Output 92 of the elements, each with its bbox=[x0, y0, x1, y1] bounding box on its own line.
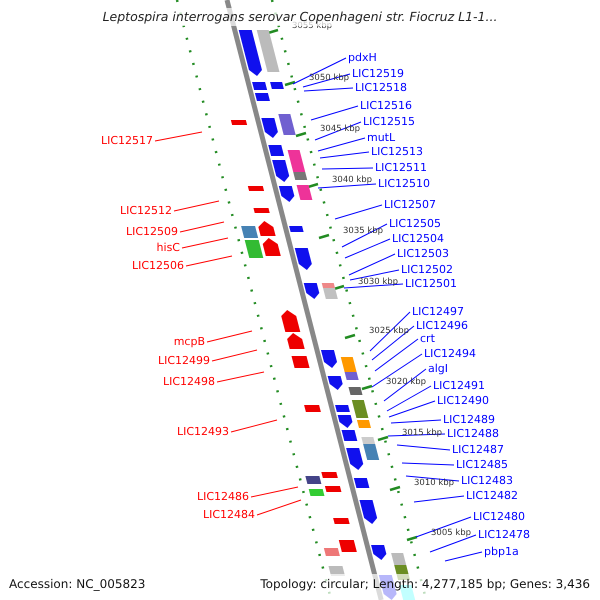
leader-line bbox=[154, 132, 202, 142]
leader-line bbox=[230, 420, 278, 432]
leader-line bbox=[292, 58, 346, 84]
gene-label: crt bbox=[420, 332, 435, 346]
accession-text: Accession: NC_005823 bbox=[9, 576, 146, 593]
scale-label: 3005 kbp bbox=[431, 529, 472, 538]
gene-label: LIC12502 bbox=[401, 263, 454, 277]
leader-line bbox=[180, 222, 224, 232]
leader-line bbox=[386, 386, 432, 412]
leader-line bbox=[256, 500, 302, 516]
gene-label: LIC12484 bbox=[202, 508, 255, 522]
leader-line bbox=[344, 284, 404, 288]
gene-label: LIC12511 bbox=[375, 161, 428, 175]
gene-label: LIC12517 bbox=[100, 134, 153, 148]
leader-line bbox=[334, 204, 382, 220]
scale-label: 3030 kbp bbox=[358, 278, 398, 286]
gene-label: LIC12509 bbox=[126, 225, 178, 239]
leader-line bbox=[406, 476, 460, 482]
gene-label: LIC12515 bbox=[363, 115, 416, 129]
leader-line bbox=[402, 462, 454, 466]
gene-label: LIC12480 bbox=[473, 510, 526, 524]
scale-label: 3045 kbp bbox=[320, 125, 360, 134]
leader-line bbox=[314, 122, 362, 140]
gene-label: LIC12487 bbox=[452, 443, 504, 457]
gene-label: LIC12482 bbox=[466, 489, 518, 503]
gene-label: LIC12510 bbox=[378, 177, 430, 191]
gene-label: LIC12505 bbox=[389, 217, 442, 231]
leader-line bbox=[182, 238, 228, 248]
leader-line bbox=[186, 256, 232, 266]
scale-label: 3025 kbp bbox=[369, 327, 410, 336]
gene-label: LIC12499 bbox=[158, 354, 210, 368]
gene-label: mcpB bbox=[174, 335, 205, 349]
gene-label: LIC12519 bbox=[352, 67, 404, 81]
gene-label: LIC12490 bbox=[437, 394, 490, 408]
gene-label: mutL bbox=[367, 131, 396, 145]
gene-label: LIC12504 bbox=[392, 232, 444, 246]
gene-label: LIC12483 bbox=[461, 474, 514, 488]
gene-label: LIC12497 bbox=[412, 305, 464, 319]
gene-label: pbp1a bbox=[484, 545, 519, 559]
gene-label: LIC12489 bbox=[443, 413, 496, 427]
leader-line bbox=[414, 496, 464, 502]
leader-line bbox=[396, 444, 450, 450]
scale-label: 3040 kbp bbox=[332, 176, 372, 184]
gene-label: LIC12506 bbox=[132, 259, 184, 273]
gene-label: LIC12513 bbox=[371, 145, 424, 159]
gene-label: LIC12512 bbox=[120, 204, 172, 218]
leader-line bbox=[430, 534, 476, 552]
scale-label: 3010 kbp bbox=[414, 479, 454, 488]
leader-line bbox=[250, 486, 298, 498]
leader-line bbox=[350, 270, 400, 280]
leader-line bbox=[320, 152, 370, 158]
leader-line bbox=[344, 238, 390, 258]
leader-line bbox=[216, 372, 264, 382]
gene-label: LIC12496 bbox=[416, 319, 468, 333]
leader-line bbox=[206, 330, 252, 342]
leader-line bbox=[370, 312, 410, 352]
leader-line bbox=[416, 516, 472, 538]
genome-summary-text: Topology: circular; Length: 4,277,185 bp; Genes: 3,436 bbox=[260, 576, 590, 593]
leader-line bbox=[372, 326, 414, 360]
scale-label: 3055 kbp bbox=[292, 22, 332, 30]
leader-line bbox=[342, 224, 388, 248]
gene-label: LIC12501 bbox=[405, 277, 458, 291]
gene-label: LIC12488 bbox=[447, 427, 500, 441]
gene-label: LIC12491 bbox=[433, 379, 486, 393]
leader-line bbox=[374, 338, 418, 372]
leader-line bbox=[372, 354, 422, 388]
leader-line bbox=[304, 88, 354, 92]
leader-line bbox=[212, 350, 258, 362]
leader-line bbox=[384, 368, 426, 402]
leader-line bbox=[444, 552, 482, 562]
gene-label: hisC bbox=[156, 241, 180, 255]
leader-line bbox=[318, 184, 376, 188]
gene-label: LIC12516 bbox=[360, 99, 412, 113]
leader-line bbox=[318, 138, 366, 152]
gene-label: LIC12478 bbox=[478, 528, 530, 542]
gene-label: pdxH bbox=[348, 51, 377, 65]
gene-label: LIC12518 bbox=[355, 81, 408, 95]
gene-label: LIC12503 bbox=[397, 247, 450, 261]
leader-line bbox=[322, 168, 374, 170]
gene-label: LIC12485 bbox=[456, 458, 508, 472]
gene-label: LIC12494 bbox=[424, 347, 476, 361]
scale-label: 3020 kbp bbox=[386, 378, 426, 386]
leader-line bbox=[348, 254, 396, 276]
leader-line bbox=[310, 106, 358, 120]
gene-label: LIC12493 bbox=[176, 425, 229, 439]
leader-line bbox=[388, 400, 436, 418]
leader-line bbox=[174, 200, 220, 212]
gene-label: algI bbox=[428, 362, 448, 376]
leader-line bbox=[390, 420, 442, 424]
gene-label: LIC12507 bbox=[384, 198, 436, 212]
gene-label: LIC12498 bbox=[162, 375, 215, 389]
gene-label: LIC12486 bbox=[196, 490, 249, 504]
